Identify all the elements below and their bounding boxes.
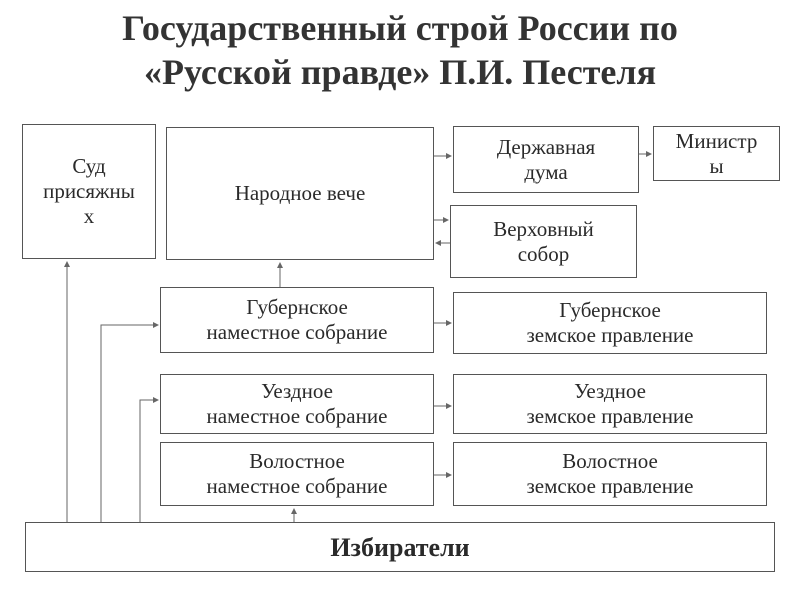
gubernskoe-sobranie-box: Губернское наместное собрание <box>160 287 434 353</box>
uezdnoe-pravlenie-box: Уездное земское правление <box>453 374 767 434</box>
uezdnoe-sobranie-box: Уездное наместное собрание <box>160 374 434 434</box>
diagram-title: Государственный строй России по «Русской… <box>0 6 800 94</box>
sud-prisyazhnykh-box: Суд присяжны х <box>22 124 156 259</box>
ministry-box: Министр ы <box>653 126 780 181</box>
gubernskoe-pravlenie-box: Губернское земское правление <box>453 292 767 354</box>
title-line-2: «Русской правде» П.И. Пестеля <box>143 52 657 92</box>
arrow-izbirateli-to-uezdnoe <box>139 397 159 522</box>
izbirateli-box: Избиратели <box>25 522 775 572</box>
verkhovny-sobor-box: Верховный собор <box>450 205 637 278</box>
narodnoe-veche-box: Народное вече <box>166 127 434 260</box>
title-line-1: Государственный строй России по <box>122 8 678 48</box>
volostnoe-sobranie-box: Волостное наместное собрание <box>160 442 434 506</box>
derzhavnaya-duma-box: Державная дума <box>453 126 639 193</box>
volostnoe-pravlenie-box: Волостное земское правление <box>453 442 767 506</box>
arrow-izbirateli-to-gubernskoe <box>100 322 159 522</box>
